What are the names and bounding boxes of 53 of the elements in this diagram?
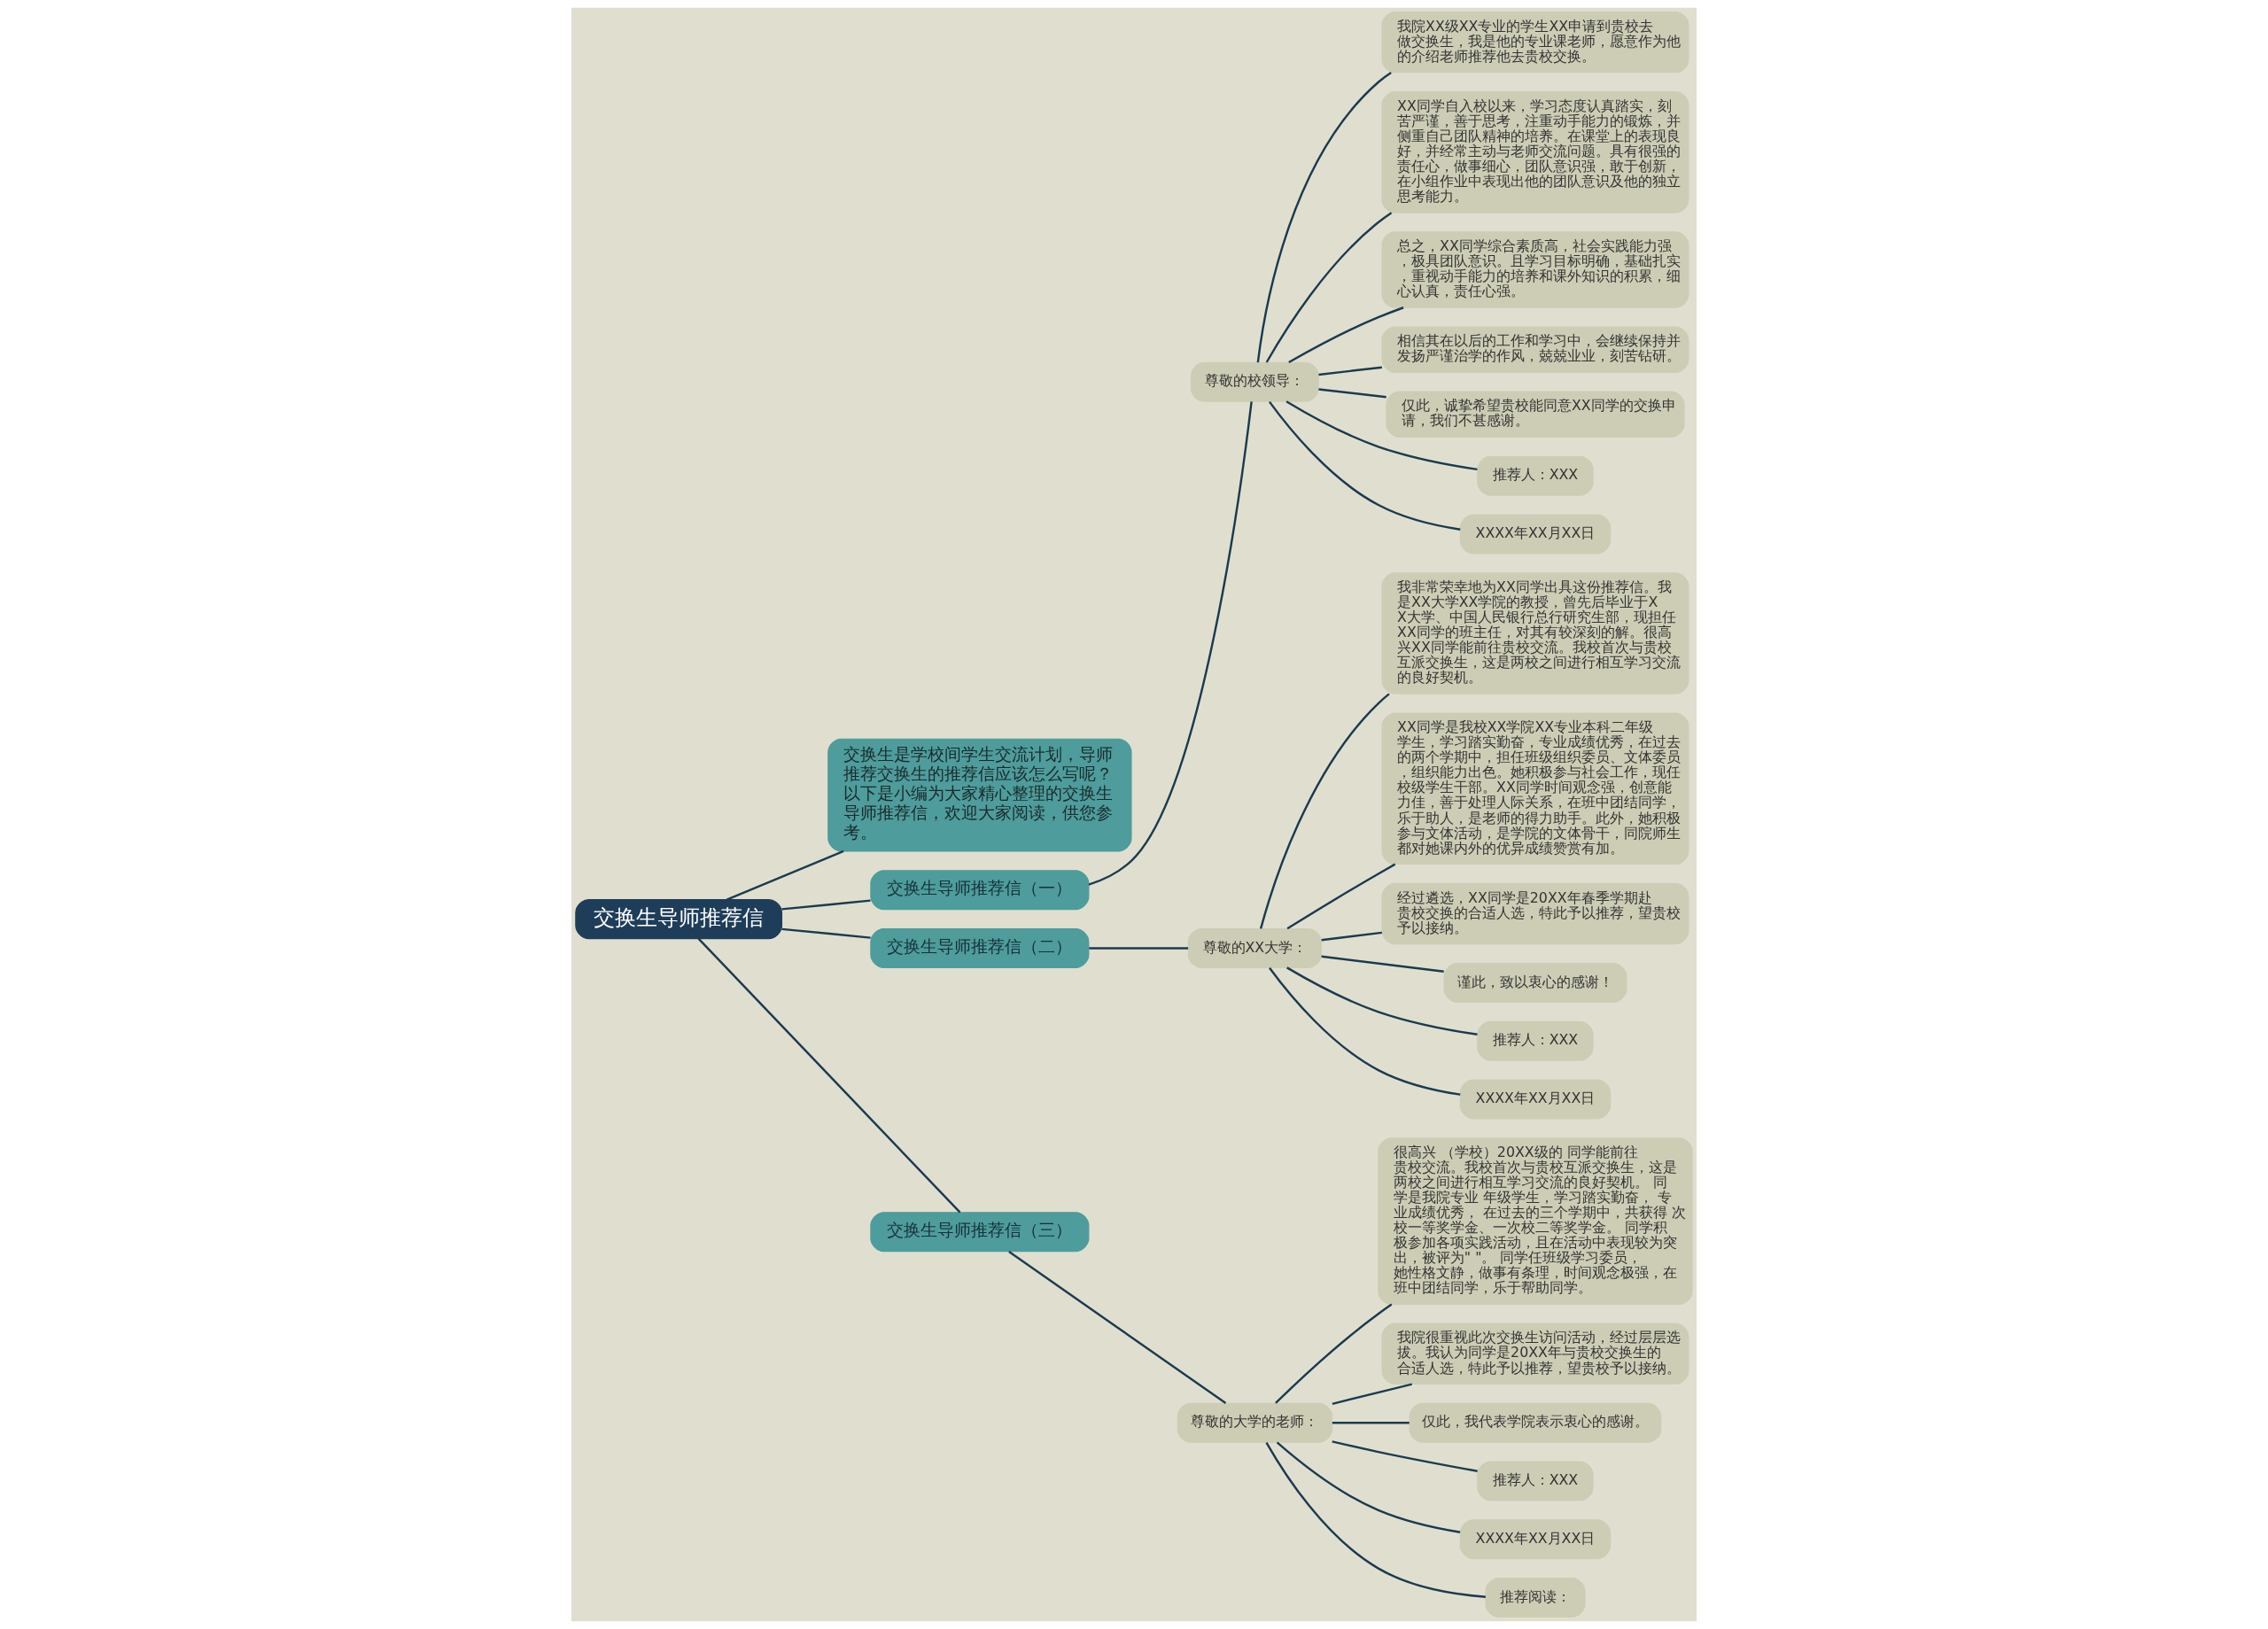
connector bbox=[1332, 1422, 1410, 1424]
connector bbox=[1286, 966, 1478, 1036]
node-box: 推荐阅读： bbox=[1485, 1578, 1586, 1618]
node-box: XX同学自入校以来，学习态度认真踏实，刻苦严谨，善于思考，注重动手能力的锻炼，并侧重自己团队精神的培养。在课堂上的表现良好，并经常主动与老师交流问题。具有很强的责任心，做事细心，团队意识强，敢于创新，在小组作业中表现出他的团队意识及他的独立思考能力。 bbox=[1381, 91, 1689, 213]
node-box: 很高兴 （学校）20XX级的 同学能前往贵校交流。我校首次与贵校互派交换生，这是两校之间进行相互学习交流的良好契机。 同学是我院专业 年级学生，学习踏实勤奋， 专业成绩优秀， 在过去的三个学期中，共获得 次校一等奖学金、一次校二等奖学金。 同学积极参加各项实践活动，且在活动中表现较为突出，被评为" "。 同学任班级学习委员，她性格文静，做事有条理，时间观念极强，在班中团结同学，乐于帮助同学。 bbox=[1378, 1137, 1693, 1305]
node-box: 交换生导师推荐信（一） bbox=[870, 870, 1090, 911]
connector bbox=[1288, 306, 1404, 364]
node-box: 交换生导师推荐信（三） bbox=[870, 1212, 1090, 1253]
node-box: 尊敬的大学的老师： bbox=[1177, 1402, 1333, 1443]
connector bbox=[726, 849, 844, 901]
connector bbox=[781, 899, 871, 911]
node-box: 推荐人：XXX bbox=[1477, 1461, 1594, 1501]
connector bbox=[1259, 693, 1390, 929]
connector bbox=[1008, 1251, 1227, 1405]
node-box: 尊敬的XX大学： bbox=[1187, 927, 1322, 968]
node-box: 交换生是学校间学生交流计划，导师推荐交换生的推荐信应该怎么写呢？以下是小编为大家精心整理的交换生导师推荐信，欢迎大家阅读，供您参考。 bbox=[827, 738, 1132, 852]
node-box: 仅此，诚挚希望贵校能同意XX同学的交换申请，我们不甚感谢。 bbox=[1386, 391, 1685, 438]
node-box: 我院XX级XX专业的学生XX申请到贵校去做交换生，我是他的专业课老师，愿意作为他的介绍老师推荐他去贵校交换。 bbox=[1381, 11, 1689, 74]
connector bbox=[1089, 947, 1189, 950]
connector bbox=[1265, 212, 1393, 363]
connector bbox=[1318, 388, 1386, 399]
node-box: 交换生导师推荐信 bbox=[575, 899, 783, 940]
node-box: 总之，XX同学综合素质高，社会实践能力强，极具团队意识。且学习目标明确，基础扎实，重视动手能力的培养和课外知识的积累，细心认真，责任心强。 bbox=[1381, 231, 1689, 308]
node-box: 仅此，我代表学院表示衷心的感谢。 bbox=[1409, 1402, 1662, 1443]
connector bbox=[1318, 366, 1382, 376]
connector bbox=[1269, 400, 1461, 531]
node-box: 我院很重视此次交换生访问活动，经过层层选拔。我认为同学是20XX年与贵校交换生的合适人选，特此予以推荐，望贵校予以接纳。 bbox=[1381, 1323, 1689, 1385]
connector bbox=[1285, 400, 1478, 471]
node-box: XX同学是我校XX学院XX专业本科二年级学生，学习踏实勤奋，专业成绩优秀，在过去的两个学期中，担任班级组织委员、文体委员，组织能力出色。她积极参与社会工作，现任校级学生干部。XX同学时间观念强，创意能力佳，善于处理人际关系，在班中团结同学，乐于助人，是老师的得力助手。此外，她积极参与文体活动，是学院的文体骨干，同院师生都对她课内外的优异成绩赞赏有加。 bbox=[1381, 712, 1689, 865]
connector bbox=[1088, 401, 1253, 886]
node-box: XXXX年XX月XX日 bbox=[1459, 514, 1612, 555]
connector bbox=[1256, 71, 1392, 363]
node-box: 尊敬的校领导： bbox=[1190, 361, 1319, 402]
node-box: 交换生导师推荐信（二） bbox=[870, 927, 1090, 968]
connector bbox=[781, 927, 871, 939]
node-box: XXXX年XX月XX日 bbox=[1459, 1079, 1612, 1120]
connector bbox=[1269, 966, 1461, 1096]
node-box: XXXX年XX月XX日 bbox=[1459, 1519, 1612, 1560]
connector bbox=[1265, 1441, 1486, 1598]
connector bbox=[1286, 863, 1396, 930]
connector bbox=[1332, 1383, 1413, 1406]
connector bbox=[1332, 1440, 1478, 1472]
node-box: 相信其在以后的工作和学习中，会继续保持并发扬严谨治学的作风，兢兢业业，刻苦钻研。 bbox=[1381, 326, 1689, 373]
connector bbox=[1321, 955, 1444, 973]
connector bbox=[1276, 1441, 1461, 1533]
node-box: 谨此，致以衷心的感谢！ bbox=[1443, 962, 1627, 1003]
connector bbox=[1321, 931, 1382, 942]
node-box: 推荐人：XXX bbox=[1477, 455, 1594, 496]
node-box: 推荐人：XXX bbox=[1477, 1020, 1594, 1061]
node-box: 我非常荣幸地为XX同学出具这份推荐信。我是XX大学XX学院的教授，曾先后毕业于XX大学、中国人民银行总行研究生部，现担任XX同学的班主任，对其有较深刻的解。很高兴XX同学能前往贵校交流。我校首次与贵校互派交换生，这是两校之间进行相互学习交流的良好契机。 bbox=[1381, 572, 1689, 694]
connector bbox=[697, 937, 961, 1214]
connector bbox=[1275, 1303, 1393, 1404]
node-box: 经过遴选，XX同学是20XX年春季学期赴贵校交换的合适人选，特此予以推荐，望贵校予以接纳。 bbox=[1381, 882, 1689, 945]
